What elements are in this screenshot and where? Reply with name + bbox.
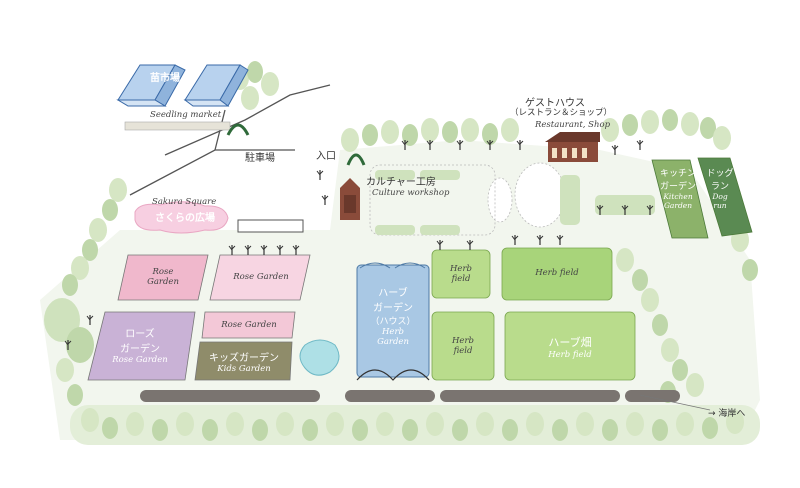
entrance-label: 入口 (316, 151, 336, 162)
seedling-label-jp: 苗市場 (150, 73, 180, 84)
trees-top (217, 61, 731, 152)
pond (299, 339, 340, 376)
kitchen-garden-label: キッチン ガーデン Kitchen Garden (659, 169, 696, 210)
rose-garden-4-label: Rose Garden (221, 320, 277, 330)
herb-house-label: ハーブ ガーデン （ハウス） Herb Garden (370, 287, 416, 347)
parking-label: 駐車場 (245, 153, 275, 164)
trees-bottom (70, 405, 760, 445)
beach-line (639, 394, 711, 411)
path-strips (140, 390, 680, 402)
trees-left (44, 178, 127, 406)
dog-run-label: ドッグ ラン Dog run (706, 169, 734, 210)
guesthouse-label-en: Restaurant, Shop (535, 120, 611, 130)
shed (237, 219, 304, 233)
seedling-fence (124, 121, 231, 131)
central-paths (369, 162, 566, 236)
rose-garden-2-label: Rose Garden (233, 272, 289, 282)
herb-field-3-label: Herb field (452, 336, 474, 356)
sakura-label-jp: さくらの広場 (155, 213, 215, 224)
culture-label-jp: カルチャー工房 (366, 177, 436, 188)
rose-garden-1-label: Rose Garden (147, 267, 179, 287)
seedling-greenhouses (116, 64, 249, 107)
sakura-label-en: Sakura Square (152, 197, 217, 207)
seedling-label-en: Seedling market (150, 110, 222, 120)
guesthouse-building (545, 132, 600, 162)
beach-label: → 海岸へ (708, 409, 746, 419)
kitchen-dog (651, 157, 753, 239)
culture-label-en: Culture workshop (372, 188, 450, 198)
culture-building (340, 178, 360, 220)
herb-fields (431, 247, 636, 381)
entrance-gates (226, 123, 366, 166)
guesthouse-label-sub: （レストラン＆ショップ） (510, 108, 613, 118)
herb-field-2-label: Herb field (535, 268, 579, 278)
sakura-square (134, 201, 229, 234)
guesthouse-label-jp: ゲストハウス (525, 98, 585, 109)
herb-house (356, 262, 430, 381)
rose-garden-3-label: ローズ ガーデン Rose Garden (112, 329, 168, 365)
rose-gardens (87, 254, 311, 381)
herb-field-4-label: ハーブ畑 Herb field (548, 336, 592, 360)
kids-garden-label: キッズガーデン Kids Garden (209, 352, 279, 374)
herb-field-1-label: Herb field (450, 264, 472, 284)
